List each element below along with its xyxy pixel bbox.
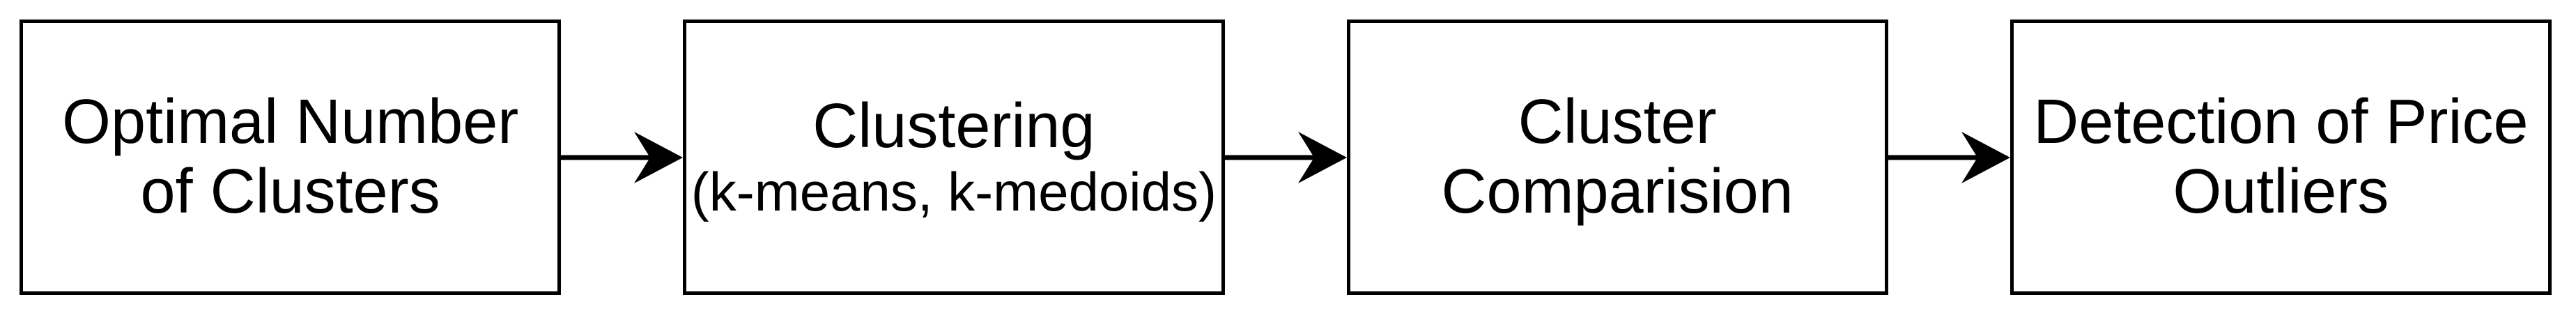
step-label-line: Cluster [1518, 86, 1717, 157]
step-label-subline: (k-means, k-medoids) [691, 160, 1217, 222]
flow-step-clustering: Clustering (k-means, k-medoids) [683, 20, 1225, 295]
arrow-right-icon [561, 130, 684, 185]
flow-step-detection-of-price-outliers: Detection of Price Outliers [2010, 20, 2552, 295]
step-label-line: Comparision [1441, 156, 1794, 227]
step-label-line: Optimal Number [62, 86, 519, 157]
arrow-right-icon [1224, 130, 1347, 185]
step-label: Clustering (k-means, k-medoids) [691, 91, 1217, 222]
step-label-line: Outliers [2173, 156, 2389, 227]
flow-step-cluster-comparision: Cluster Comparision [1346, 20, 1888, 295]
step-label: Cluster Comparision [1441, 86, 1794, 227]
step-label: Optimal Number of Clusters [62, 86, 519, 227]
step-label-line: of Clusters [140, 156, 440, 227]
step-label-line: Detection of Price [2033, 86, 2529, 157]
step-label: Detection of Price Outliers [2033, 86, 2529, 227]
flow-step-optimal-number-of-clusters: Optimal Number of Clusters [20, 20, 562, 295]
step-label-line: Clustering [812, 91, 1095, 161]
arrow-right-icon [1888, 130, 2010, 185]
